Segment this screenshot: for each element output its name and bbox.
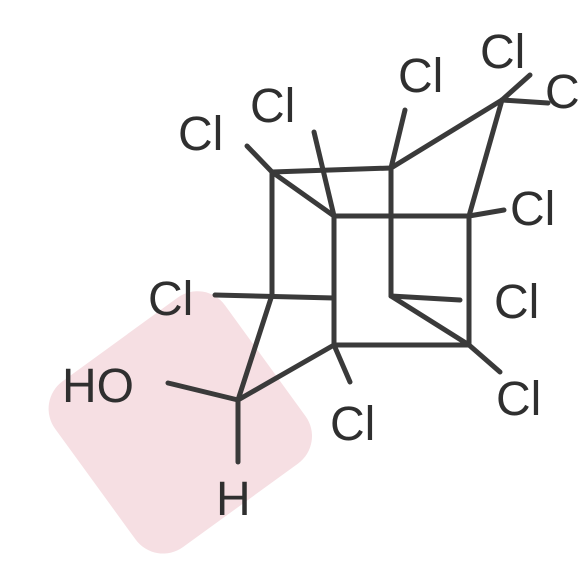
bond: [499, 72, 533, 103]
bond-lines: [165, 72, 551, 465]
bond: [235, 292, 275, 403]
hydroxyl-label: HO: [62, 360, 134, 413]
chlorine-label: Cl: [148, 273, 193, 326]
bond: [388, 293, 472, 348]
bond: [388, 293, 463, 303]
bond: [466, 342, 503, 375]
chlorine-label: Cl: [510, 183, 555, 236]
bond: [388, 97, 505, 171]
chlorine-label: Cl: [330, 398, 375, 451]
chlorine-label: Cl: [178, 108, 223, 161]
bond: [165, 380, 241, 403]
chlorine-label: Cl: [496, 373, 541, 426]
bond: [466, 207, 507, 219]
bond: [212, 292, 337, 301]
chlorine-label: C: [545, 66, 580, 119]
chlorine-label: Cl: [480, 26, 525, 79]
bond: [311, 129, 337, 219]
bond: [235, 342, 337, 403]
chlorine-label: Cl: [494, 276, 539, 329]
bond: [244, 143, 275, 175]
bond: [331, 342, 353, 385]
chlorine-label: Cl: [250, 80, 295, 133]
bond: [388, 107, 408, 171]
bond: [466, 97, 505, 219]
hydrogen-label: H: [216, 473, 251, 526]
atom-labels: Cl Cl Cl Cl C Cl Cl Cl Cl Cl HO H: [62, 26, 580, 526]
bond: [269, 169, 337, 219]
bond: [269, 165, 394, 175]
hydroxyl-highlight: [48, 291, 312, 554]
chlorine-label: Cl: [398, 50, 443, 103]
bond: [499, 97, 551, 106]
